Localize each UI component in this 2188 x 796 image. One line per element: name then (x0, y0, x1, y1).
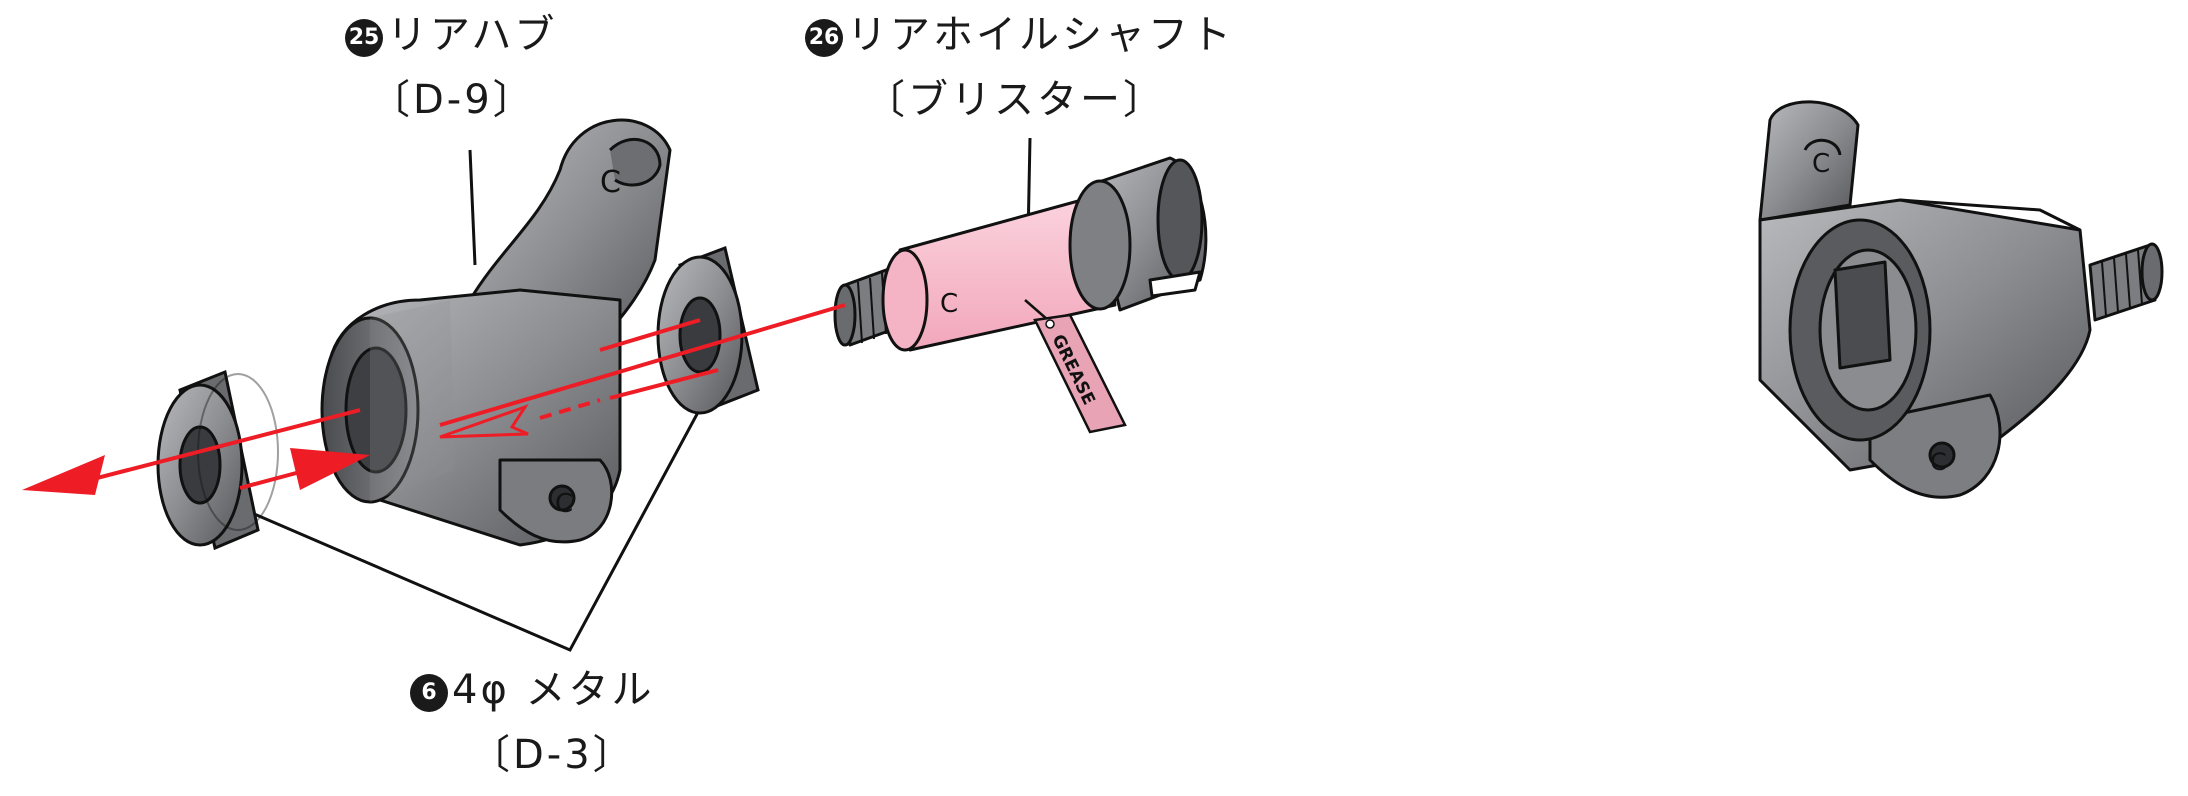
arrow-head-hollow (439, 404, 529, 439)
assembly-arrows (22, 303, 846, 495)
label-rear-hub-name: リアハブ (387, 12, 558, 58)
leader-metal (244, 389, 712, 652)
part-number-badge: 6 (410, 674, 448, 712)
arrow-dashed (539, 398, 601, 420)
label-rear-wheel-shaft-name: リアホイルシャフト (847, 12, 1234, 58)
leader-rear-hub (468, 149, 477, 266)
hub-mark-top: C (600, 165, 621, 200)
label-rear-hub-code: 〔D-9〕 (370, 77, 536, 123)
shaft-mark: C (940, 289, 958, 319)
metal-bearing-left (156, 369, 279, 551)
arrow-head-in (290, 448, 370, 490)
assembled-hub-view (1758, 100, 2164, 499)
hub-mark-bottom: C (555, 489, 573, 519)
grease-tag-icon: GREASE (1024, 299, 1127, 434)
part-number-badge: 25 (345, 19, 383, 57)
arrow-line-bearing-bottom (609, 368, 719, 400)
arrow-line-through (439, 303, 846, 427)
label-rear-wheel-shaft-code: 〔ブリスター〕 (865, 77, 1166, 123)
arrow-head-left (22, 455, 105, 495)
label-metal-bearing-name: 4φ メタル (452, 667, 655, 713)
arrow-line-bearing-top (599, 318, 701, 352)
assembled-mark-top: C (1812, 149, 1830, 179)
rear-wheel-shaft-part (833, 156, 1208, 352)
label-metal-bearing-code: 〔D-3〕 (470, 732, 636, 778)
metal-bearing-right (656, 245, 760, 415)
arrow-line-left (69, 408, 361, 487)
assembled-mark-bottom: C (1930, 448, 1947, 476)
part-number-badge: 26 (805, 19, 843, 57)
arrow-line-in (239, 470, 301, 490)
